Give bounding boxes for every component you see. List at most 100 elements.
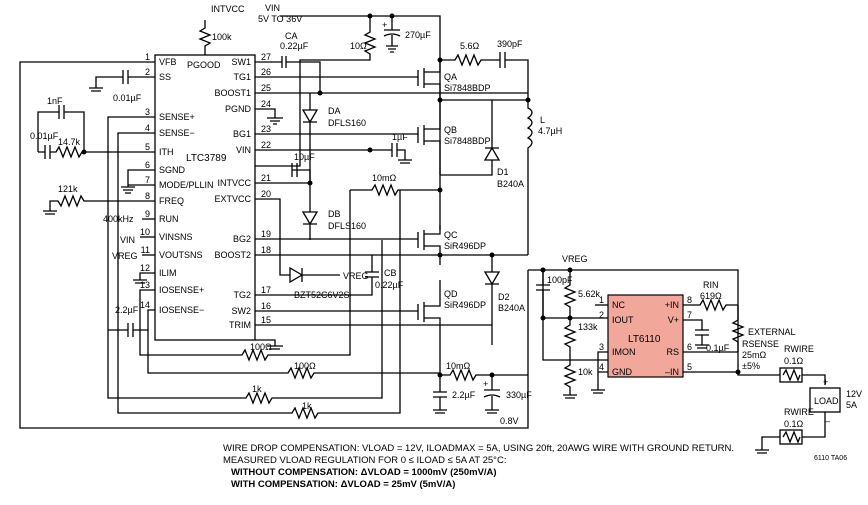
ltc3789-pin-number: 7 <box>145 175 150 185</box>
l-val: 4.7µH <box>538 126 562 136</box>
resistor-1k-b <box>117 190 401 420</box>
lt6110-pin-label: NC <box>612 300 625 310</box>
ltc3789-pin-number: 3 <box>145 107 150 117</box>
mosfet-qa <box>417 60 441 100</box>
resistor-100ohm-b <box>147 330 440 380</box>
ltc3789-pin-label: BOOST1 <box>214 88 251 98</box>
qa-part: Si7848BDP <box>444 83 491 93</box>
zener-vreg: VREG <box>343 271 369 281</box>
ltc3789-pin-number: 4 <box>145 123 150 133</box>
lt6110-pin-label: IMON <box>612 347 636 357</box>
ltc3789-pin-label: SW2 <box>231 306 251 316</box>
rwire1-val: 0.1Ω <box>784 356 804 366</box>
rsense-tol: ±5% <box>742 361 760 371</box>
cap-0_1uf <box>683 319 709 349</box>
lt6110-pin-number: 3 <box>599 342 604 352</box>
qd-label: QD <box>444 289 458 299</box>
ltc3789-pin-label: SENSE− <box>159 128 195 138</box>
diode-da <box>301 93 319 183</box>
r5_62k-label: 5.62k <box>578 289 601 299</box>
ltc3789-pin-label: BOOST2 <box>214 250 251 260</box>
lt6110-pin-label: GND <box>612 367 633 377</box>
lt6110-pin-number: 8 <box>687 295 692 305</box>
resistor-rin <box>683 298 738 312</box>
qb-part: Si7848BDP <box>444 136 491 146</box>
sense-minus-net <box>117 132 155 372</box>
diode-d2 <box>483 255 501 345</box>
pgood-pin-label: PGOOD <box>187 60 221 70</box>
qc-part: SiR496DP <box>444 241 486 251</box>
ltc3789-pin-number: 6 <box>145 160 150 170</box>
lt6110-pin-number: 5 <box>687 362 692 372</box>
c270-label: 270µF <box>405 30 431 40</box>
r133k-label: 133k <box>578 322 598 332</box>
ltc3789-pin-number: 23 <box>261 124 271 134</box>
r10m-a-label: 10mΩ <box>372 173 397 183</box>
rwire2-val: 0.1Ω <box>784 419 804 429</box>
ltc3789-pin-number: 24 <box>261 99 271 109</box>
r121k-label: 121k <box>58 184 78 194</box>
ltc3789-pin-number: 25 <box>261 83 271 93</box>
r14_7k-label: 14.7k <box>58 137 81 147</box>
lt6110-pin-number: 2 <box>599 310 604 320</box>
r10m-b-label: 10mΩ <box>446 361 471 371</box>
r100-b-label: 100Ω <box>294 361 316 371</box>
ltc3789-pin-label: SW1 <box>231 57 251 67</box>
d1-label: D1 <box>497 167 509 177</box>
ltc3789-pin-number: 22 <box>261 140 271 150</box>
c100p-label: 100pF <box>547 275 573 285</box>
ltc3789-pin-label: VINSNS <box>159 232 193 242</box>
resistor-5_62k <box>563 270 577 318</box>
cap-330uf <box>483 375 501 414</box>
lt6110-pin-label: V+ <box>668 315 679 325</box>
ltc3789-pin-label: TRIM <box>229 320 251 330</box>
r1k-b-label: 1k <box>302 401 312 411</box>
cap-cb <box>255 255 379 296</box>
d1-part: B240A <box>497 179 524 189</box>
vin-pin-label: VIN <box>120 235 135 245</box>
ltc3789-pin-label: FREQ <box>159 196 184 206</box>
pgnd-ground <box>255 108 283 125</box>
cap-2_2uf-out <box>433 375 447 414</box>
resistor-10mohm-b <box>439 345 528 382</box>
qd-part: SiR496DP <box>444 300 486 310</box>
l-label: L <box>540 115 545 125</box>
db-label: DB <box>328 209 341 219</box>
ltc3789-pin-number: 19 <box>261 229 271 239</box>
rsense-label: RSENSE <box>742 339 779 349</box>
rsense-val: 25mΩ <box>742 350 767 360</box>
resistor-121k <box>43 194 155 215</box>
svg-text:+: + <box>483 379 488 389</box>
c330-label: 330µF <box>506 390 532 400</box>
load-v: 12V <box>846 389 862 399</box>
ltc3789-pin-label: IOSENSE− <box>159 305 204 315</box>
svg-text:–: – <box>825 416 830 426</box>
cap-1nf <box>37 105 155 153</box>
resistor-10mohm-a <box>350 183 440 197</box>
ltc3789-pin-number: 15 <box>261 315 271 325</box>
ca-val: 0.22µF <box>280 41 309 51</box>
ltc3789-pin-number: 13 <box>140 280 150 290</box>
ltc3789-pin-label: EXTVCC <box>214 194 251 204</box>
ltc3789-pin-number: 8 <box>145 191 150 201</box>
qc-label: QC <box>444 230 458 240</box>
r1k-a-label: 1k <box>252 384 262 394</box>
r100k-label: 100k <box>212 32 232 42</box>
r10-label: 10Ω <box>350 41 367 51</box>
c10u-label: 10µF <box>294 152 315 162</box>
vreg2-label: VREG <box>562 254 588 264</box>
ca-label: CA <box>285 31 298 41</box>
resistor-rsense <box>731 305 745 352</box>
ltc3789-pin-number: 9 <box>145 209 150 219</box>
ltc3789-pin-number: 10 <box>140 227 150 237</box>
r5_6-label: 5.6Ω <box>460 41 480 51</box>
lt6110-pin-label: +IN <box>665 300 679 310</box>
ltc3789-pin-label: ITH <box>159 147 174 157</box>
ltc3789-pin-number: 2 <box>145 67 150 77</box>
snubber <box>440 52 529 100</box>
vin-label: VIN <box>265 3 280 13</box>
svg-text:+: + <box>382 20 387 30</box>
c1u-label: 1µF <box>392 132 408 142</box>
ltc3789-pin-number: 5 <box>145 142 150 152</box>
inductor-l <box>526 100 533 255</box>
